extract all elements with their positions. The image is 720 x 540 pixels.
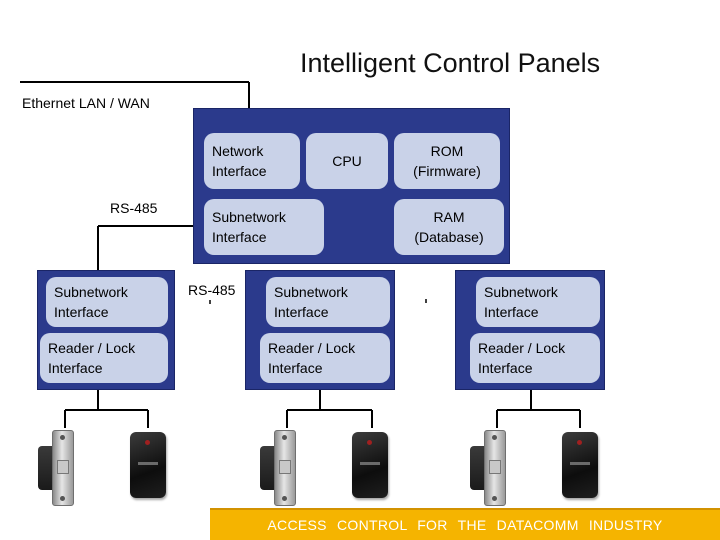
rs485-middle-label: RS-485 [188, 282, 236, 298]
sub-panel-1: Subnetwork Interface Reader / Lock Inter… [37, 270, 175, 390]
sub-panel-2-reader-lock-card: Reader / Lock Interface [260, 333, 390, 383]
sub-panel-1-reader-lock-line2: Interface [48, 360, 103, 376]
sub-panel-3-subnetwork-line2: Interface [484, 304, 539, 320]
sub-panel-2-subnetwork-line2: Interface [274, 304, 329, 320]
footer-text: ACCESS CONTROL FOR THE DATACOMM INDUSTRY [267, 517, 663, 533]
sub-panel-3: Subnetwork Interface Reader / Lock Inter… [455, 270, 605, 390]
door-strike-icon [38, 430, 80, 506]
ethernet-label: Ethernet LAN / WAN [22, 95, 150, 111]
page-title: Intelligent Control Panels [300, 48, 601, 78]
network-interface-line2: Interface [212, 163, 267, 179]
door-strike-icon [470, 430, 512, 506]
sub-panel-1-subnetwork-line1: Subnetwork [54, 284, 128, 300]
sub-panel-1-reader-lock-line1: Reader / Lock [48, 340, 136, 356]
sub-panel-3-reader-lock-line2: Interface [478, 360, 533, 376]
sub-panel-2: Subnetwork Interface Reader / Lock Inter… [245, 270, 395, 390]
rs485-upper-label: RS-485 [110, 200, 158, 216]
sub-panel-3-subnetwork-card: Subnetwork Interface [476, 277, 600, 327]
cpu-label: CPU [332, 153, 362, 169]
sub-panel-3-subnetwork-line1: Subnetwork [484, 284, 558, 300]
sub-panel-2-reader-lock-line1: Reader / Lock [268, 340, 356, 356]
cpu-card: CPU [306, 133, 388, 189]
door-strike-icon [260, 430, 302, 506]
main-control-panel: Network Interface CPU ROM (Firmware) Sub… [193, 108, 510, 264]
card-reader-icon [352, 432, 388, 498]
sub-panel-2-reader-lock-line2: Interface [268, 360, 323, 376]
rom-line1: ROM [430, 143, 464, 159]
network-interface-card: Network Interface [204, 133, 300, 189]
subnetwork-interface-card: Subnetwork Interface [204, 199, 324, 255]
sub-panel-3-reader-lock-line1: Reader / Lock [478, 340, 566, 356]
ram-line1: RAM [433, 209, 465, 225]
sub-panel-2-subnetwork-line1: Subnetwork [274, 284, 348, 300]
card-reader-icon [562, 432, 598, 498]
footer-banner: ACCESS CONTROL FOR THE DATACOMM INDUSTRY [210, 510, 720, 540]
footer-edge [210, 508, 720, 510]
subnetwork-line2: Interface [212, 229, 267, 245]
ram-line2: (Database) [414, 229, 484, 245]
sub-panel-2-subnetwork-card: Subnetwork Interface [266, 277, 390, 327]
network-interface-line1: Network [212, 143, 264, 159]
ram-card: RAM (Database) [394, 199, 504, 255]
sub-panel-1-reader-lock-card: Reader / Lock Interface [40, 333, 168, 383]
rom-card: ROM (Firmware) [394, 133, 500, 189]
sub-panel-1-subnetwork-line2: Interface [54, 304, 109, 320]
subnetwork-line1: Subnetwork [212, 209, 286, 225]
sub-panel-1-subnetwork-card: Subnetwork Interface [46, 277, 168, 327]
sub-panel-3-reader-lock-card: Reader / Lock Interface [470, 333, 600, 383]
rom-line2: (Firmware) [413, 163, 481, 179]
card-reader-icon [130, 432, 166, 498]
